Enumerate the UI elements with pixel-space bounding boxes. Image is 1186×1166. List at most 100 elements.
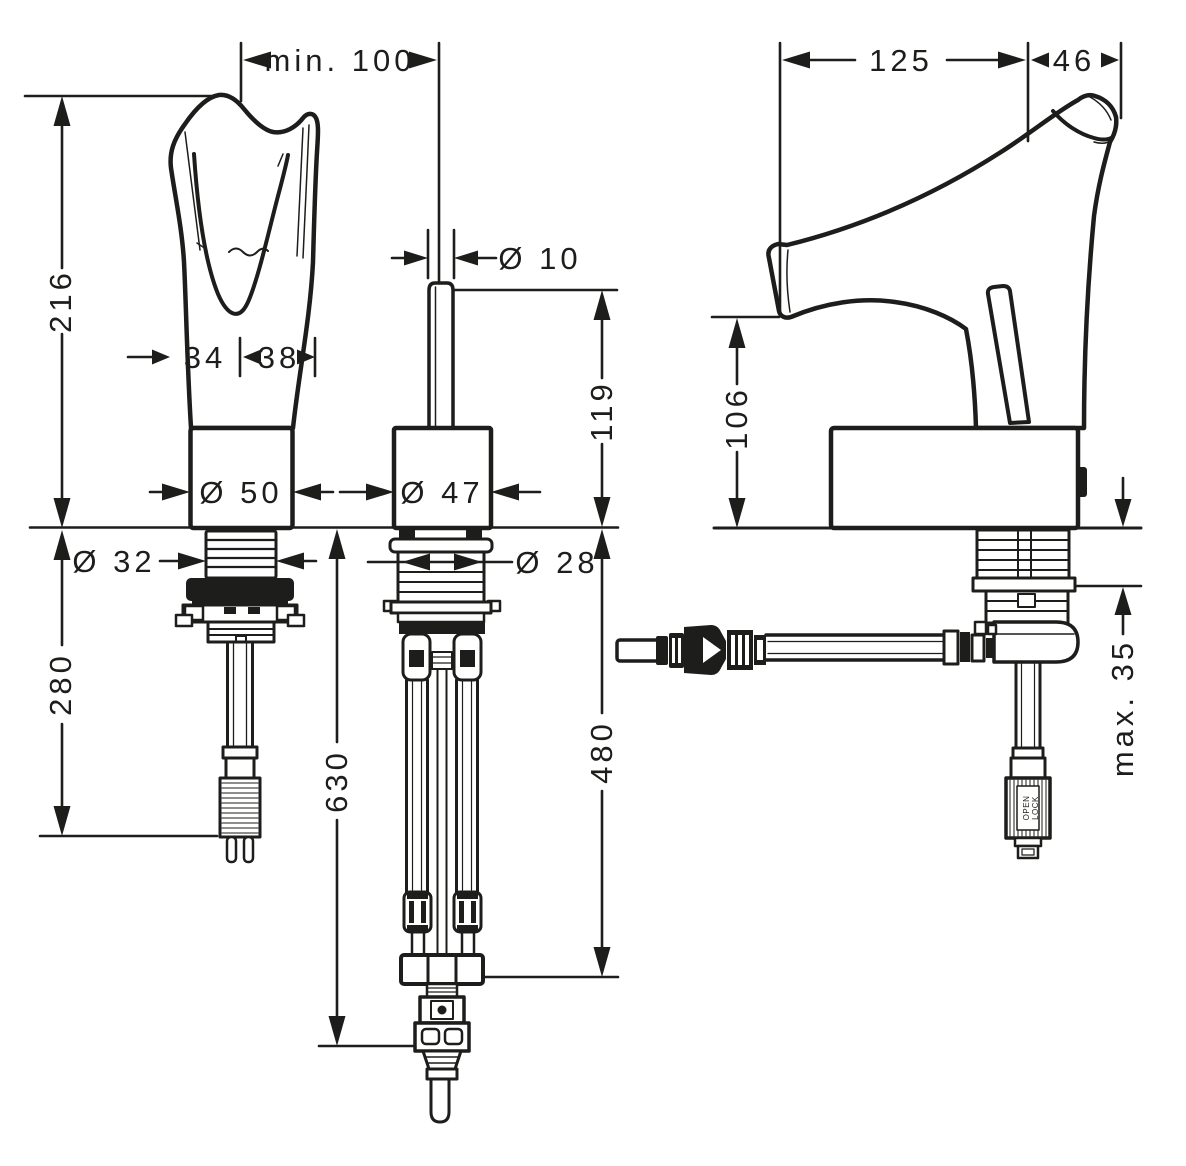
extension-lines xyxy=(239,41,441,283)
lock-label-open: OPEN xyxy=(1022,796,1031,821)
hose-ring-black-b xyxy=(986,638,994,658)
supply-hose-right-inner xyxy=(461,681,473,891)
coupling-cap-right-bottom xyxy=(457,925,478,932)
side-view: OPEN LOCK xyxy=(615,92,1119,860)
hose-end-ribs xyxy=(669,633,684,668)
dimension-label: min. 100 xyxy=(265,43,416,78)
riser-rod xyxy=(427,281,455,430)
bowl-detail-ticks xyxy=(196,153,284,250)
dimension-label: Ø 50 xyxy=(199,475,282,510)
shank-thread-lines-front xyxy=(205,538,277,569)
dimension-label-38: 38 xyxy=(258,340,300,375)
connector-tab-a xyxy=(973,620,988,636)
arrowhead-38-right xyxy=(297,349,315,365)
arrowhead-up xyxy=(328,529,346,559)
coupling-bar-left-a xyxy=(409,901,414,923)
arrowhead-up xyxy=(593,529,611,559)
washer-ear-right xyxy=(286,613,306,628)
corner-tab-right xyxy=(466,528,482,539)
lock-label xyxy=(1016,785,1040,831)
spout-inner-bowl xyxy=(192,152,290,316)
arrowhead-left xyxy=(402,553,430,571)
valve-taper xyxy=(421,1049,463,1071)
arrowhead-up xyxy=(728,318,746,348)
faucet-body-section xyxy=(391,425,494,531)
union-nut xyxy=(399,953,485,986)
dim-offset-46: 46 xyxy=(1031,43,1119,78)
corner-tab-left xyxy=(399,528,415,539)
arrowhead-left xyxy=(366,483,394,501)
rod-guide xyxy=(431,651,453,670)
supply-hose-horizontal-inner xyxy=(767,640,947,655)
washer-slot-left xyxy=(224,607,236,614)
water-level-squiggle xyxy=(228,247,269,257)
mounting-plate-side xyxy=(971,576,1077,593)
arrowhead-right xyxy=(409,51,437,69)
arrowhead-down xyxy=(53,806,71,836)
valve-ball xyxy=(437,1005,447,1015)
arrowhead-down xyxy=(328,1016,346,1046)
spout-outline-side xyxy=(766,92,1119,431)
dim-below-280: 280 xyxy=(38,530,219,838)
coupling-bar-right-a xyxy=(459,901,464,923)
dimension-label: 630 xyxy=(319,749,354,813)
arrowhead-left xyxy=(178,552,206,570)
riser-tube-inner-side xyxy=(1020,663,1036,748)
dimension-label: max. 35 xyxy=(1105,639,1140,777)
arrowhead-left xyxy=(404,250,428,266)
dim-height-216: 216 xyxy=(23,94,214,528)
arrowhead-right xyxy=(998,51,1026,69)
drain-tube xyxy=(429,1077,451,1124)
spout-mouth-line xyxy=(1051,109,1113,142)
ribbed-ring-lines xyxy=(427,987,457,993)
extension-lines xyxy=(426,228,456,280)
arrowhead-up xyxy=(53,96,71,126)
arrowhead-left xyxy=(243,51,271,69)
dimension-label: 46 xyxy=(1053,43,1095,78)
faucet-body-side xyxy=(828,425,1081,531)
spout-tip-highlight-inner xyxy=(1093,139,1113,145)
dim-spout-34-38: 34 38 xyxy=(126,336,317,378)
ribbed-connector-lines-front xyxy=(221,782,259,834)
lower-threads-front xyxy=(206,620,276,644)
arrowhead-38-left xyxy=(243,349,261,365)
shank-threads-front xyxy=(204,529,278,580)
supply-hose-front xyxy=(226,640,254,749)
arrowhead-down xyxy=(53,498,71,528)
dimension-label: 106 xyxy=(719,386,754,450)
rod-guide-lines xyxy=(432,656,452,664)
nipple-slot-b xyxy=(738,635,742,665)
outlet-inner-line xyxy=(786,249,791,313)
dim-reach-125: 125 xyxy=(778,41,1123,318)
dimension-label: Ø 47 xyxy=(400,475,483,510)
locking-band xyxy=(399,622,485,634)
hose-ring-white xyxy=(970,633,986,663)
lower-thread-lines-front xyxy=(208,628,274,643)
dim-dia-28: Ø 28 xyxy=(366,545,595,580)
dimension-label-34: 34 xyxy=(184,340,226,375)
arrowhead-down xyxy=(593,497,611,527)
coupling-bar-left-b xyxy=(421,901,426,923)
dimension-label: 280 xyxy=(43,652,78,716)
arrowhead-right xyxy=(454,250,478,266)
dim-dia-47: Ø 47 xyxy=(338,475,542,510)
union-nut-facets xyxy=(426,955,458,984)
dimensions: min. 100 216 280 34 38 xyxy=(23,41,1143,1048)
washer-section xyxy=(389,600,493,615)
spout-tip-highlight-outer xyxy=(1089,96,1112,121)
arrowhead-34 xyxy=(152,349,170,365)
arrowhead-right xyxy=(276,552,304,570)
connector-pin-right xyxy=(242,835,255,864)
hose-ferrule-right xyxy=(942,629,960,666)
arrowhead-right xyxy=(1101,52,1119,68)
mounting-nut-front xyxy=(186,578,294,601)
joystick-lever xyxy=(985,284,1031,425)
supply-hose-horizontal xyxy=(764,633,950,662)
coupling-cap-left-top xyxy=(407,892,428,899)
shank-center-tab xyxy=(1017,593,1036,608)
dim-total-630: 630 xyxy=(317,529,416,1048)
hose-hex-facet xyxy=(703,637,721,663)
section-view xyxy=(382,281,502,1124)
washer-slot-right xyxy=(248,607,260,614)
